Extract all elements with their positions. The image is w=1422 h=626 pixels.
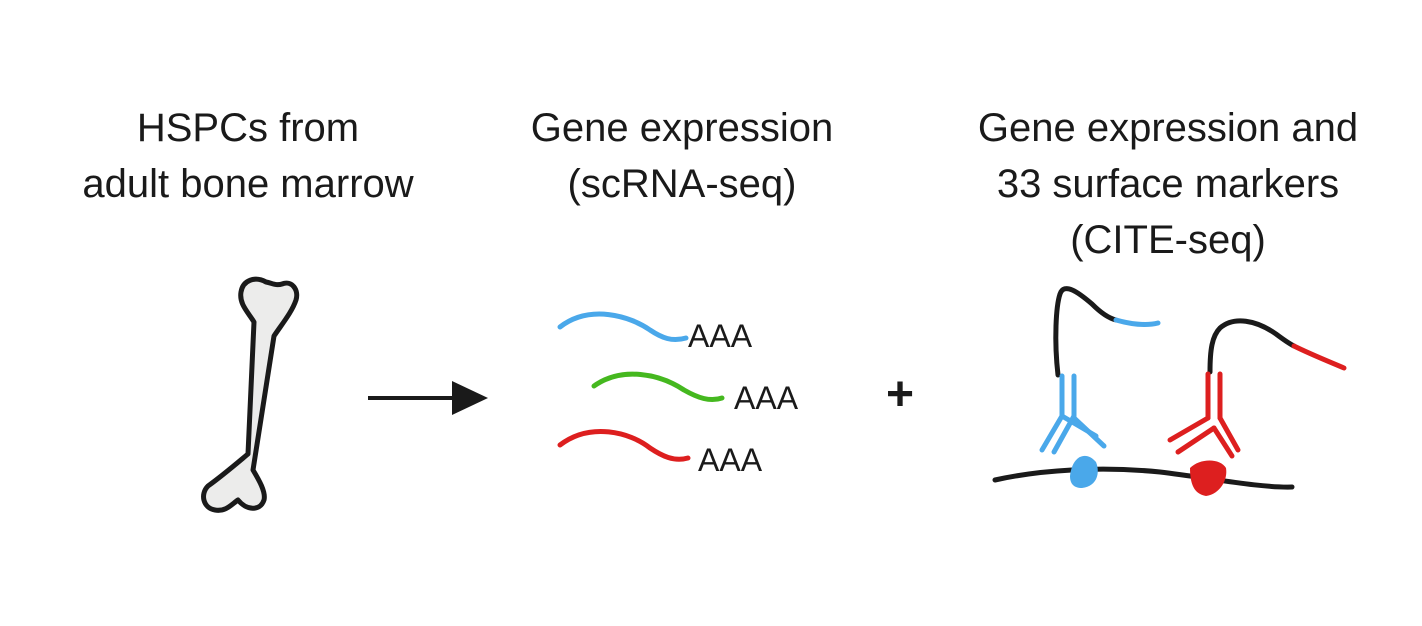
heading-scrna-seq-line-1: Gene expression — [530, 106, 834, 150]
poly-a-tail-label: AAA — [688, 318, 753, 354]
heading-scrna-seq: Gene expression (scRNA-seq) — [531, 100, 833, 212]
mrna-transcript-1: AAA — [557, 311, 753, 354]
mrna-transcript-2: AAA — [591, 371, 799, 416]
heading-hspcs-line-2: adult bone marrow — [82, 162, 414, 206]
cell-membrane — [992, 466, 1295, 490]
antibody-red — [1167, 318, 1347, 496]
poly-a-tail-label: AAA — [734, 380, 799, 416]
mrna-transcript-3: AAA — [557, 429, 763, 478]
plus-symbol: + — [886, 368, 914, 421]
heading-hspcs: HSPCs from adult bone marrow — [82, 100, 413, 212]
heading-cite-seq: Gene expression and 33 surface markers (… — [978, 100, 1358, 268]
heading-cite-seq-line-3: (CITE-seq) — [1070, 218, 1266, 262]
antibody-blue — [1039, 286, 1161, 488]
heading-scrna-seq-line-2: (scRNA-seq) — [567, 162, 797, 206]
heading-cite-seq-line-1: Gene expression and — [977, 106, 1359, 150]
heading-hspcs-line-1: HSPCs from — [136, 106, 360, 150]
bone-icon — [201, 276, 300, 513]
heading-cite-seq-line-2: 33 surface markers — [996, 162, 1340, 206]
flow-arrow-icon — [368, 381, 488, 415]
poly-a-tail-label: AAA — [698, 442, 763, 478]
